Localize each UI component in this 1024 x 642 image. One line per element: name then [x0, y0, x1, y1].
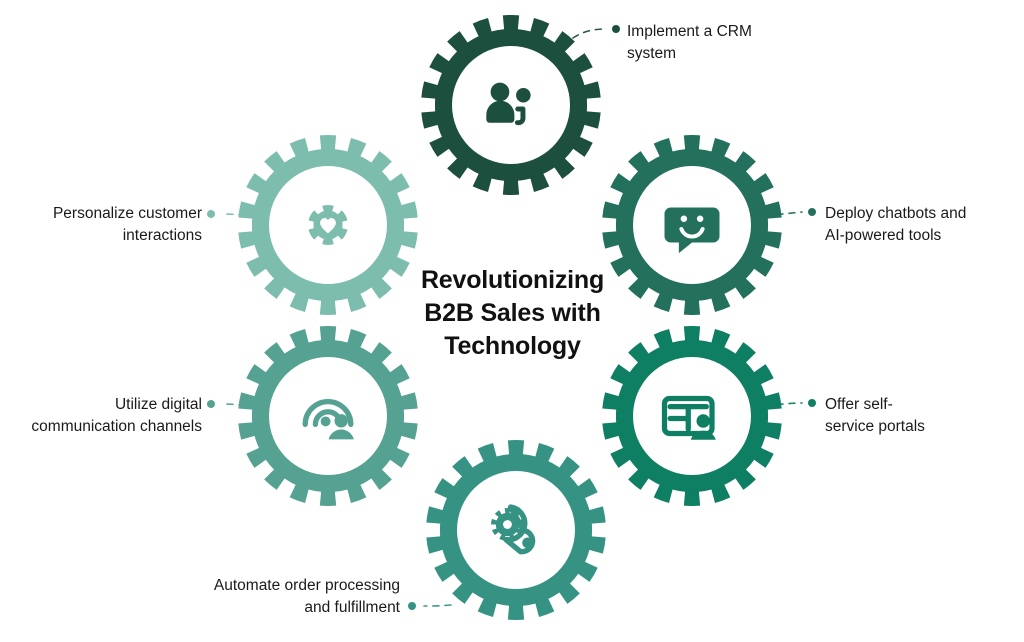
- label-digital-comms-line-2: communication channels: [31, 418, 202, 435]
- gear-personalize-icon: [238, 134, 418, 316]
- node-personalize[interactable]: [237, 134, 419, 316]
- gear-belt-icon: [490, 504, 536, 555]
- center-title-line-1: Revolutionizing: [420, 266, 605, 294]
- label-automation-line-1: Automate order processing: [213, 577, 400, 594]
- users-phone-icon: [486, 82, 531, 126]
- bullet-personalize: [207, 210, 215, 218]
- label-digital-comms: Utilize digital communication channels: [0, 394, 202, 438]
- dashboard-person-icon: [661, 395, 716, 440]
- gear-automation-icon: [426, 439, 606, 621]
- center-title: Revolutionizing B2B Sales with Technolog…: [410, 264, 615, 363]
- broadcast-person-icon: [302, 398, 354, 440]
- node-self-service[interactable]: [601, 325, 783, 507]
- bullet-chatbots: [808, 208, 816, 216]
- gear-digital-comms-icon: [238, 325, 418, 507]
- node-digital-comms[interactable]: [237, 325, 419, 507]
- gear-crm-icon: [421, 14, 601, 196]
- label-automation: Automate order processing and fulfillmen…: [0, 575, 400, 619]
- node-automation[interactable]: [425, 439, 607, 621]
- node-crm[interactable]: [420, 14, 602, 196]
- label-digital-comms-line-1: Utilize digital: [114, 396, 202, 413]
- label-personalize-line-1: Personalize customer: [52, 205, 202, 222]
- label-self-service: Offer self- service portals: [825, 394, 925, 438]
- label-chatbots-line-1: Deploy chatbots and: [825, 205, 967, 222]
- label-personalize-line-2: interactions: [122, 227, 202, 244]
- label-self-service-line-2: service portals: [825, 418, 925, 435]
- label-self-service-line-1: Offer self-: [825, 396, 893, 413]
- connector-crm: [572, 28, 608, 39]
- bullet-digital-comms: [207, 400, 215, 408]
- label-automation-line-2: and fulfillment: [304, 599, 400, 616]
- center-title-line-2: B2B Sales with: [424, 299, 601, 327]
- label-chatbots: Deploy chatbots and AI-powered tools: [825, 203, 966, 247]
- label-crm: Implement a CRM system: [627, 21, 752, 65]
- bullet-automation: [408, 602, 416, 610]
- label-crm-line-2: system: [627, 45, 677, 62]
- gear-self-service-icon: [602, 325, 782, 507]
- bullet-crm: [612, 25, 620, 33]
- label-chatbots-line-2: AI-powered tools: [825, 227, 942, 244]
- center-title-line-3: Technology: [444, 332, 581, 360]
- gear-chatbots-icon: [602, 134, 782, 316]
- label-personalize: Personalize customer interactions: [0, 203, 202, 247]
- chat-smiley-icon: [664, 207, 720, 254]
- connector-automation: [423, 604, 452, 607]
- gear-heart-icon: [308, 204, 348, 246]
- bullet-self-service: [808, 399, 816, 407]
- node-chatbots[interactable]: [601, 134, 783, 316]
- label-crm-line-1: Implement a CRM: [627, 23, 752, 40]
